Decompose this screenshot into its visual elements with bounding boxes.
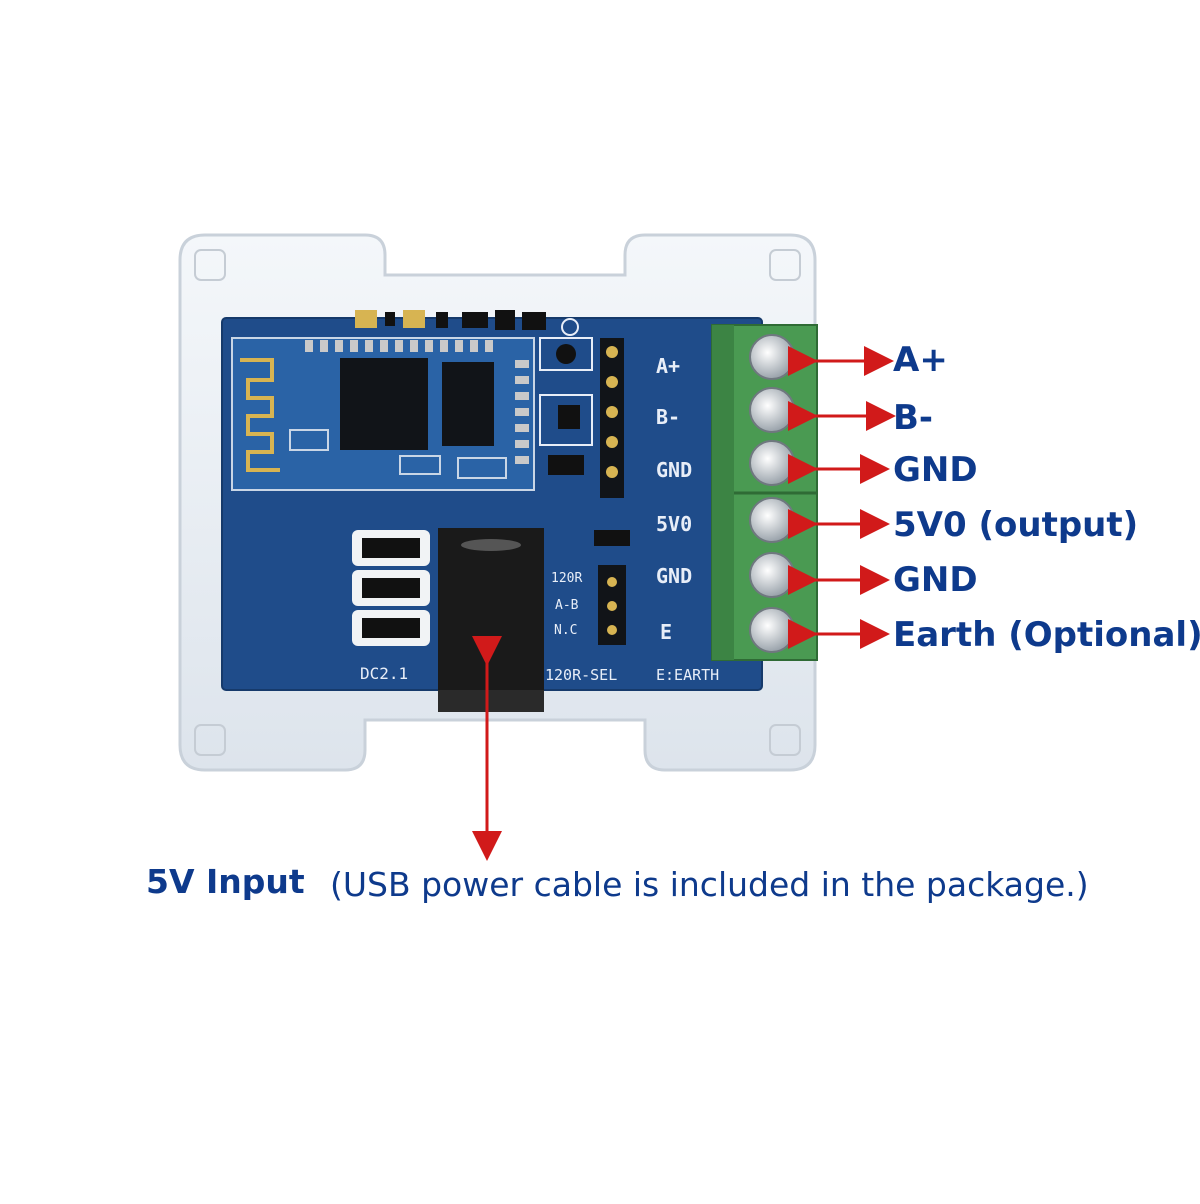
silk-pin-b-minus: B- bbox=[656, 405, 681, 429]
silk-pin-gnd: GND bbox=[656, 458, 693, 482]
bluetooth-module bbox=[231, 337, 535, 491]
label-b-minus: B- bbox=[893, 398, 934, 438]
label-a-plus: A+ bbox=[893, 340, 948, 380]
silk-jumper-120r: 120R bbox=[551, 571, 583, 586]
silk-pin-earth: E bbox=[660, 620, 673, 644]
silk-pin-a-plus: A+ bbox=[656, 354, 681, 378]
side-circuitry bbox=[539, 337, 630, 645]
label-gnd-2: GND bbox=[893, 560, 978, 600]
silk-pin-gnd-2: GND bbox=[656, 564, 693, 588]
silk-earth: E:EARTH bbox=[656, 666, 720, 684]
silk-jumper-select: 120R-SEL bbox=[545, 666, 618, 684]
label-gnd: GND bbox=[893, 450, 978, 490]
silk-dc-jack: DC2.1 bbox=[360, 664, 409, 683]
label-5v0-output: 5V0 (output) bbox=[893, 505, 1139, 545]
silk-jumper-nc: N.C bbox=[554, 623, 578, 638]
terminal-block bbox=[711, 324, 818, 661]
silk-pin-5v0: 5V0 bbox=[656, 512, 693, 536]
caption-usb-note: (USB power cable is included in the pack… bbox=[330, 865, 1089, 904]
top-components bbox=[355, 310, 579, 336]
label-earth-optional: Earth (Optional) bbox=[893, 615, 1200, 655]
smd-components bbox=[352, 530, 430, 646]
dc-jack bbox=[438, 528, 544, 712]
caption-5v-input: 5V Input bbox=[146, 862, 305, 901]
silk-jumper-ab: A-B bbox=[555, 598, 579, 613]
pin-arrows bbox=[788, 346, 896, 649]
